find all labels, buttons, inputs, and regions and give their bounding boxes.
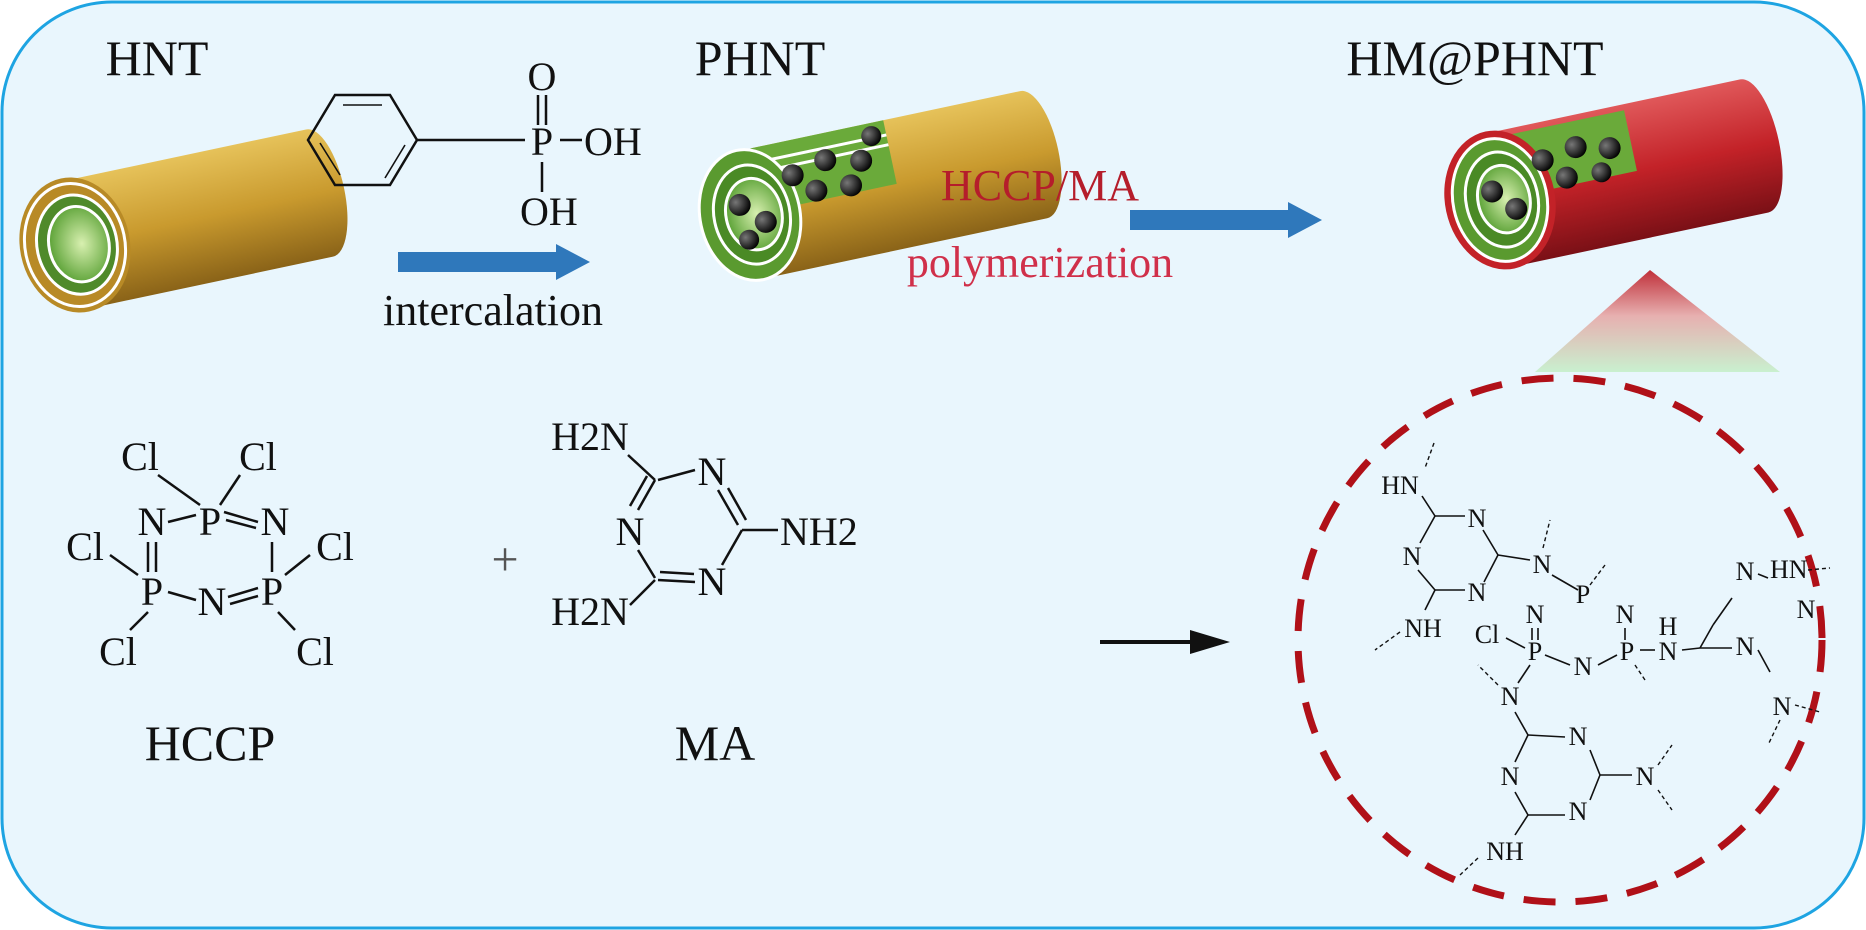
phnt-nanotube-icon — [697, 90, 1062, 282]
svg-text:O: O — [528, 54, 557, 99]
svg-text:P: P — [199, 499, 221, 544]
svg-text:N: N — [1636, 762, 1655, 791]
hnt-label: HNT — [106, 30, 209, 86]
svg-text:NH: NH — [1486, 837, 1524, 866]
svg-text:Cl: Cl — [1475, 620, 1500, 649]
svg-text:P: P — [141, 569, 163, 614]
svg-text:Cl: Cl — [99, 629, 137, 674]
svg-text:N: N — [1773, 692, 1792, 721]
polymerization-arrow-icon — [1130, 202, 1322, 238]
intercalation-label: intercalation — [383, 286, 603, 335]
hnt-nanotube-icon — [19, 129, 348, 313]
hm-phnt-label: HM@PHNT — [1346, 30, 1603, 86]
svg-text:Cl: Cl — [121, 434, 159, 479]
svg-text:N: N — [698, 449, 727, 494]
svg-text:N: N — [1569, 722, 1588, 751]
svg-text:N: N — [1468, 504, 1487, 533]
svg-text:N: N — [1501, 762, 1520, 791]
magnify-cone-icon — [1535, 270, 1780, 372]
svg-text:Cl: Cl — [316, 524, 354, 569]
svg-text:N: N — [698, 559, 727, 604]
svg-text:Cl: Cl — [66, 524, 104, 569]
svg-text:OH: OH — [520, 189, 578, 234]
svg-text:H: H — [1659, 612, 1678, 641]
plus-sign: + — [491, 533, 518, 586]
hm-polymer-network-structure: HN N N N NH N P N N Cl P N P H N — [1374, 442, 1831, 876]
svg-text:OH: OH — [584, 119, 642, 164]
melamine-structure: H2N N NH2 N N H2N — [551, 414, 858, 634]
zoom-dashed-circle — [1294, 374, 1826, 906]
svg-text:N: N — [1574, 652, 1593, 681]
svg-text:HN: HN — [1770, 555, 1808, 584]
hccp-label: HCCP — [145, 715, 276, 771]
svg-text:H2N: H2N — [551, 589, 629, 634]
phnt-label: PHNT — [695, 30, 826, 86]
svg-text:N: N — [198, 579, 227, 624]
svg-text:N: N — [1403, 542, 1422, 571]
svg-text:N: N — [261, 499, 290, 544]
polymerization-label: polymerization — [907, 238, 1173, 287]
phenylphosphonic-acid-structure: P O OH OH — [306, 54, 642, 234]
svg-text:N: N — [616, 509, 645, 554]
svg-text:N: N — [1533, 550, 1552, 579]
svg-text:P: P — [1528, 637, 1542, 666]
svg-text:P: P — [1576, 580, 1590, 609]
hm-phnt-nanotube-icon — [1444, 79, 1783, 270]
svg-text:HN: HN — [1381, 471, 1419, 500]
hccp-structure: Cl Cl P N N Cl Cl P N P Cl Cl — [66, 434, 354, 674]
svg-text:N: N — [1526, 600, 1545, 629]
svg-text:N: N — [138, 499, 167, 544]
svg-text:NH: NH — [1404, 614, 1442, 643]
svg-text:Cl: Cl — [296, 629, 334, 674]
svg-text:N: N — [1736, 557, 1755, 586]
svg-text:N: N — [1616, 600, 1635, 629]
svg-text:N: N — [1569, 797, 1588, 826]
svg-text:N: N — [1659, 637, 1678, 666]
svg-text:H2N: H2N — [551, 414, 629, 459]
svg-text:N: N — [1501, 682, 1520, 711]
svg-text:P: P — [531, 119, 553, 164]
reagents-label: HCCP/MA — [941, 161, 1139, 210]
intercalation-arrow-icon — [398, 244, 590, 280]
svg-text:P: P — [261, 569, 283, 614]
svg-text:N: N — [1736, 632, 1755, 661]
svg-text:P: P — [1620, 637, 1634, 666]
svg-text:Cl: Cl — [239, 434, 277, 479]
svg-text:NH2: NH2 — [780, 509, 858, 554]
ma-label: MA — [675, 715, 756, 771]
svg-text:N: N — [1797, 595, 1816, 624]
reaction-arrow-icon — [1100, 630, 1230, 654]
svg-text:N: N — [1468, 578, 1487, 607]
